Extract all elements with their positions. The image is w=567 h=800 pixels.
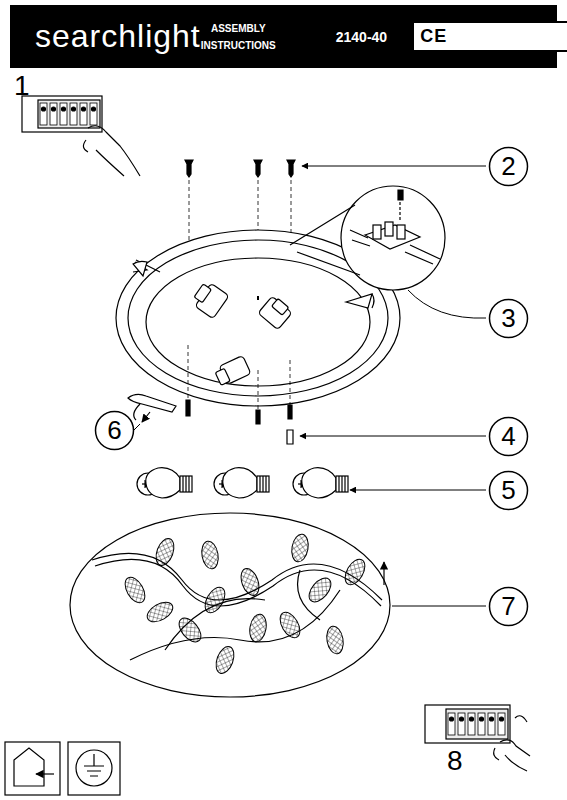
callout-text: 4 [501, 421, 515, 452]
callout-number: 6 [94, 410, 135, 451]
fixing-screw [185, 160, 295, 177]
terminal-block-icon [425, 705, 530, 771]
callout-text: 3 [501, 303, 515, 334]
callout-text: 2 [501, 151, 515, 182]
terminal-block-detail [290, 186, 445, 290]
light-bulb [137, 468, 348, 498]
callout-number: 7 [488, 586, 529, 627]
callout-text: 7 [501, 591, 515, 622]
header-text: 2140-40 [336, 29, 387, 45]
callout-number: 3 [488, 298, 529, 339]
callout-text: 6 [107, 415, 121, 446]
header-text: ASSEMBLY INSTRUCTIONS [201, 20, 276, 54]
step-number: 1 [14, 70, 30, 102]
leader-line [134, 166, 486, 606]
callout-text: 5 [501, 475, 515, 506]
terminal-block-icon [22, 96, 140, 176]
indoor-use-symbol [5, 742, 60, 795]
step-number: 8 [447, 745, 463, 777]
header-band: searchlightASSEMBLY INSTRUCTIONS2140-40C… [10, 5, 557, 68]
callout-number: 2 [488, 146, 529, 187]
ce-text: CE [420, 26, 567, 47]
earth-symbol [68, 742, 120, 795]
callout-number: 4 [488, 416, 529, 457]
header-text: searchlight [35, 18, 201, 55]
ce-mark: CE [412, 21, 567, 52]
callout-number: 5 [488, 470, 529, 511]
glass-shade [70, 513, 390, 697]
mounting-clip [128, 394, 176, 422]
lamp-holder [194, 283, 292, 385]
